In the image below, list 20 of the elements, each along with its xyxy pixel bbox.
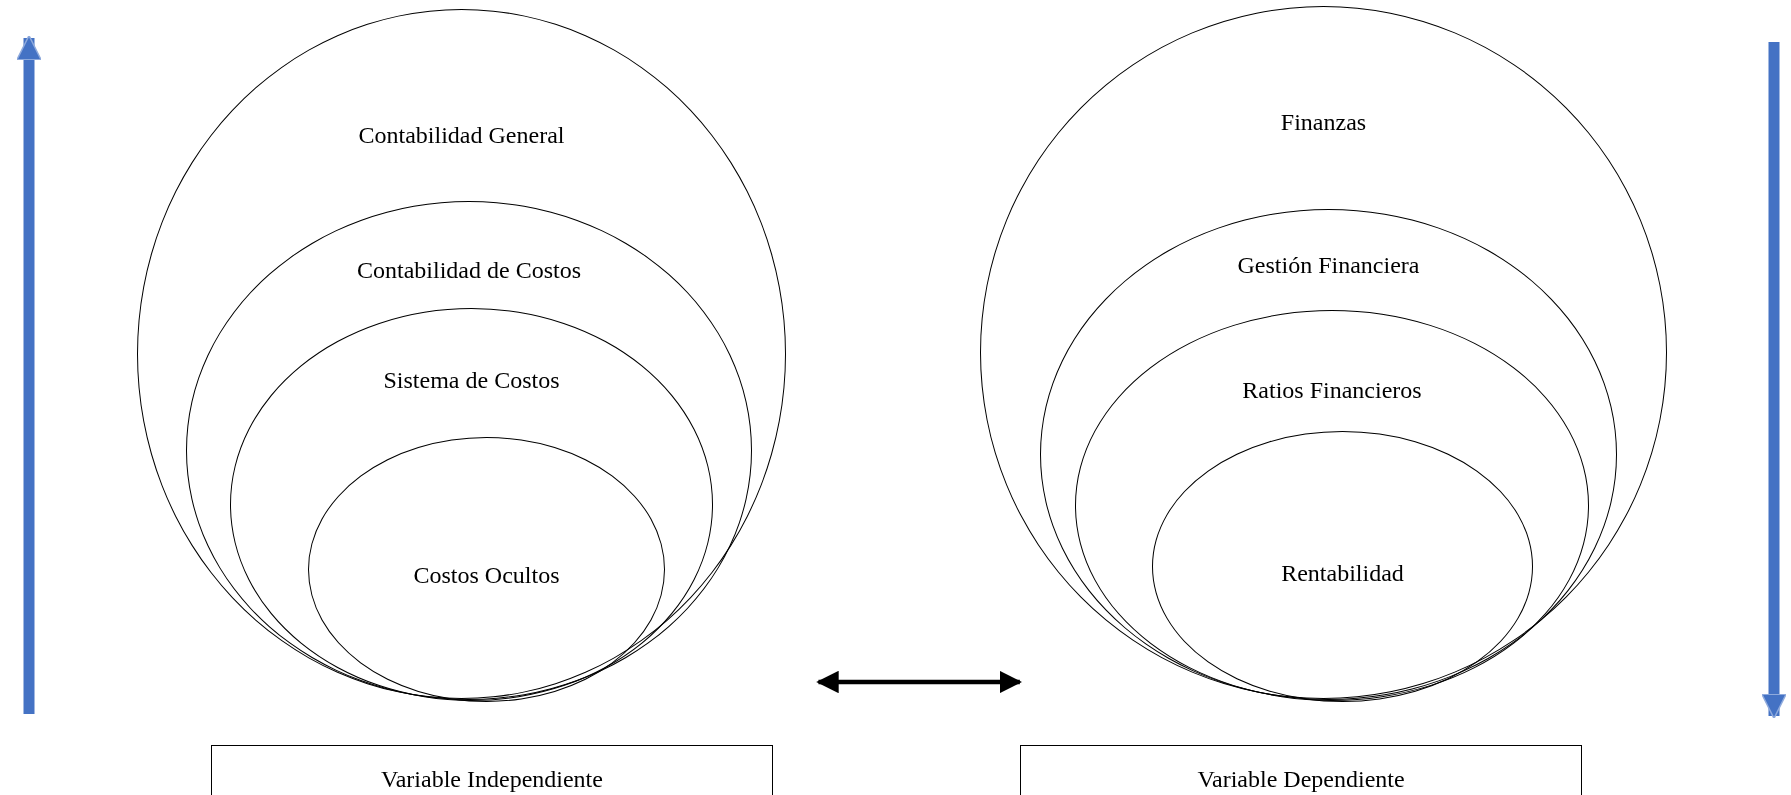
concept-circle: [1040, 209, 1617, 700]
concept-circle: [1075, 310, 1589, 701]
variable-label: Variable Independiente: [381, 766, 603, 793]
concept-label: Finanzas: [1280, 109, 1367, 136]
variable-box: [211, 745, 773, 795]
concept-label: Contabilidad General: [358, 122, 565, 149]
concept-circle: [308, 437, 665, 702]
concept-label: Gestión Financiera: [1237, 252, 1420, 279]
concept-circle: [1152, 431, 1533, 702]
concept-label: Costos Ocultos: [413, 562, 560, 589]
concept-circle: [186, 201, 752, 700]
double-arrow: [816, 670, 1023, 694]
variable-box: [1020, 745, 1582, 795]
concept-label: Sistema de Costos: [383, 367, 560, 394]
concept-label: Contabilidad de Costos: [357, 257, 581, 284]
concept-label: Rentabilidad: [1281, 560, 1404, 587]
concept-circle: [230, 308, 713, 701]
concept-circle: [980, 6, 1667, 699]
variable-label: Variable Dependiente: [1197, 766, 1405, 793]
concept-label: Ratios Financieros: [1242, 377, 1422, 404]
